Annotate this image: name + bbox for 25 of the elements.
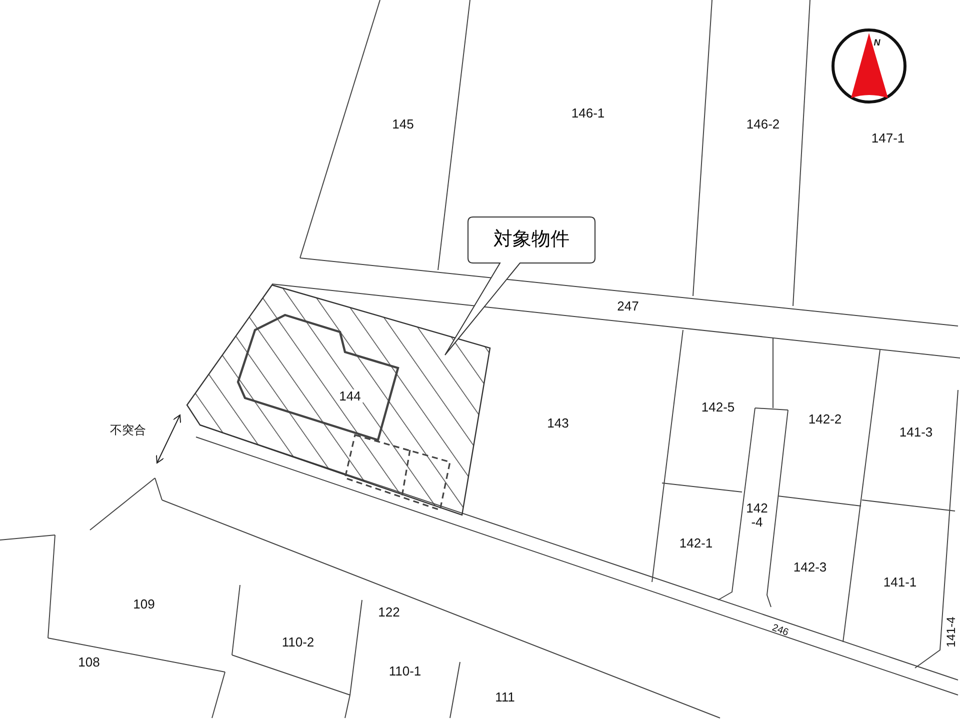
parcel-number: 144 xyxy=(337,390,363,402)
parcel-number: 141-3 xyxy=(899,426,933,438)
parcel-number: 141-1 xyxy=(883,576,917,588)
parcel-number: 142-3 xyxy=(793,560,827,574)
parcel-number: 247 xyxy=(617,300,639,312)
parcel-number: 110-1 xyxy=(388,664,422,678)
parcel-number: 141-4 xyxy=(945,616,957,648)
north-label: N xyxy=(874,38,880,48)
parcel-number: 109 xyxy=(133,598,155,610)
parcel-number: 142-1 xyxy=(679,536,713,550)
parcel-number: 145 xyxy=(392,118,414,130)
parcel-number: 146-2 xyxy=(746,118,780,130)
parcel-number: 142-5 xyxy=(701,400,735,414)
parcel-number: 142 -4 xyxy=(745,501,769,529)
parcel-number: 146-1 xyxy=(571,106,605,120)
parcel-number: 108 xyxy=(78,656,100,668)
parcel-number: 246 xyxy=(770,623,790,639)
parcel-number: 110-2 xyxy=(282,636,314,648)
parcel-number: 不突合 xyxy=(110,424,146,436)
parcel-number: 142-2 xyxy=(808,412,842,426)
parcel-number: 147-1 xyxy=(871,132,905,144)
callout-text: 対象物件 xyxy=(492,228,570,252)
parcel-number: 111 xyxy=(495,690,515,704)
parcel-number: 122 xyxy=(378,606,400,618)
parcel-number: 143 xyxy=(547,416,569,430)
